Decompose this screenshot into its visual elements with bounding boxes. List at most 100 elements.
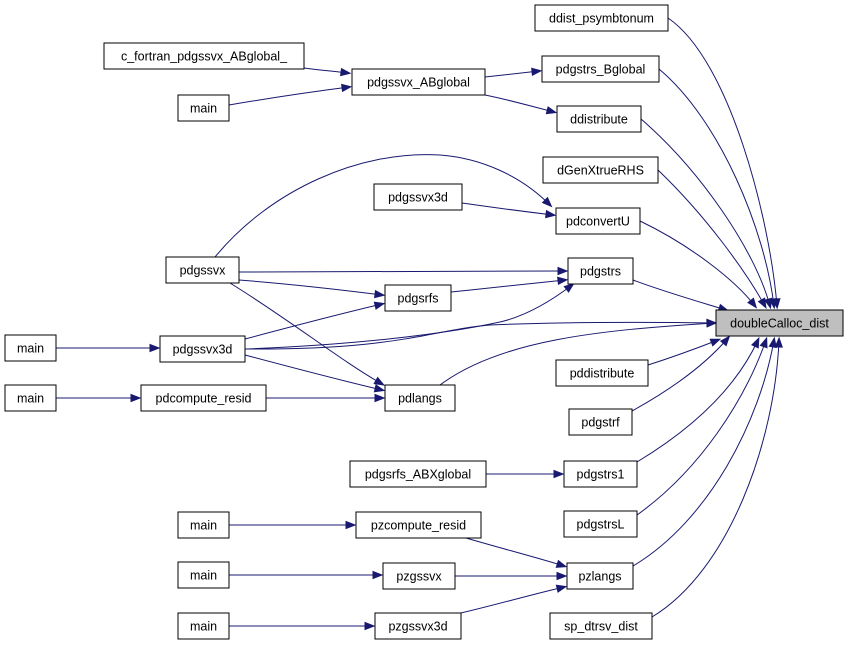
function-node[interactable]: sp_dtrsv_dist bbox=[549, 612, 653, 640]
function-node[interactable]: pdcompute_resid bbox=[140, 384, 267, 412]
node-box bbox=[165, 256, 240, 284]
function-node[interactable]: ddistribute bbox=[556, 105, 642, 133]
arrowhead-icon bbox=[341, 83, 353, 93]
function-node[interactable]: main bbox=[177, 561, 230, 589]
arrowhead-icon bbox=[130, 393, 142, 403]
call-edge bbox=[455, 571, 568, 581]
function-node[interactable]: pdconvertU bbox=[555, 207, 641, 235]
call-edge bbox=[460, 584, 568, 614]
node-box bbox=[566, 562, 634, 590]
function-node[interactable]: pdgstrf bbox=[568, 408, 633, 436]
node-box bbox=[103, 42, 305, 70]
node-label: dGenXtrueRHS bbox=[557, 164, 644, 178]
edge-line bbox=[439, 322, 715, 386]
function-node[interactable]: pdgssvx3d bbox=[159, 335, 246, 363]
arrowhead-icon bbox=[374, 289, 386, 299]
node-box bbox=[373, 183, 463, 211]
function-node[interactable]: pdgstrs_Bglobal bbox=[541, 55, 660, 83]
function-node[interactable]: c_fortran_pdgssvx_ABglobal_ bbox=[103, 42, 305, 70]
call-edge bbox=[56, 393, 142, 403]
edge-line bbox=[658, 68, 775, 307]
node-label: pdgstrs1 bbox=[577, 468, 625, 482]
call-edge bbox=[632, 279, 730, 312]
call-edge bbox=[238, 279, 386, 299]
edge-line bbox=[450, 279, 566, 293]
arrowhead-icon bbox=[545, 209, 557, 219]
function-node[interactable]: pzgssvx bbox=[382, 562, 456, 590]
node-label: pdgstrf bbox=[581, 416, 620, 430]
node-label: pdgsrfs_ABXglobal bbox=[365, 468, 471, 482]
node-label: pzlangs bbox=[578, 570, 621, 584]
function-node[interactable]: pdgstrs bbox=[567, 257, 634, 285]
call-edge bbox=[229, 570, 384, 580]
arrowhead-icon bbox=[364, 621, 376, 631]
node-label: pdgssvx3d bbox=[173, 343, 233, 357]
node-box bbox=[374, 612, 462, 640]
call-edge bbox=[56, 343, 161, 353]
call-edge bbox=[486, 469, 565, 479]
function-node[interactable]: pdgstrs1 bbox=[563, 460, 638, 488]
arrowhead-icon bbox=[563, 282, 575, 293]
edge-line bbox=[228, 86, 350, 106]
function-node[interactable]: pzlangs bbox=[566, 562, 634, 590]
arrowhead-icon bbox=[757, 297, 767, 309]
call-edge bbox=[484, 94, 558, 115]
arrowhead-icon bbox=[553, 469, 565, 479]
function-node[interactable]: pdlangs bbox=[384, 384, 456, 412]
function-node[interactable]: main bbox=[177, 612, 230, 640]
call-edge bbox=[484, 67, 543, 78]
node-box bbox=[177, 561, 230, 589]
call-edge bbox=[229, 621, 376, 631]
function-node[interactable]: pzcompute_resid bbox=[355, 511, 482, 539]
function-node[interactable]: pdgssvx3d bbox=[373, 183, 463, 211]
node-label: pdgstrsL bbox=[577, 518, 625, 532]
node-label: main bbox=[190, 569, 217, 583]
arrowhead-icon bbox=[545, 106, 558, 115]
arrowhead-icon bbox=[531, 67, 543, 76]
node-label: doubleCalloc_dist bbox=[730, 317, 829, 331]
function-node[interactable]: ddist_psymbtonum bbox=[534, 4, 669, 32]
node-label: pdgssvx_ABglobal bbox=[367, 76, 470, 90]
edge-line bbox=[636, 339, 759, 463]
node-box bbox=[355, 511, 482, 539]
edge-line bbox=[651, 339, 780, 618]
arrowhead-icon bbox=[774, 336, 783, 348]
function-node[interactable]: pdgstrsL bbox=[563, 510, 638, 538]
arrowhead-icon bbox=[345, 520, 357, 530]
node-label: main bbox=[17, 392, 44, 406]
function-node[interactable]: pdgssvx bbox=[165, 256, 240, 284]
node-label: pdgssvx3d bbox=[388, 191, 448, 205]
arrowhead-icon bbox=[706, 319, 718, 328]
edge-line bbox=[229, 282, 383, 385]
call-edge bbox=[640, 118, 773, 310]
function-node[interactable]: main bbox=[177, 94, 230, 122]
function-node[interactable]: pdgssvx_ABglobal bbox=[351, 68, 486, 96]
function-node[interactable]: pdgsrfs_ABXglobal bbox=[349, 460, 487, 488]
function-node[interactable]: pddistribute bbox=[555, 359, 649, 387]
node-box bbox=[4, 384, 57, 412]
function-node[interactable]: dGenXtrueRHS bbox=[542, 156, 659, 184]
function-node[interactable]: pzgssvx3d bbox=[374, 612, 462, 640]
function-node[interactable]: doubleCalloc_dist bbox=[715, 309, 844, 337]
node-box bbox=[563, 460, 638, 488]
arrowhead-icon bbox=[719, 335, 731, 347]
function-node[interactable]: main bbox=[177, 511, 230, 539]
arrowhead-icon bbox=[555, 584, 568, 593]
function-node[interactable]: pdgsrfs bbox=[384, 284, 452, 312]
arrowhead-icon bbox=[763, 297, 773, 310]
edge-line bbox=[636, 339, 767, 516]
node-box bbox=[4, 334, 57, 362]
arrowhead-icon bbox=[374, 393, 386, 403]
call-edge bbox=[244, 318, 718, 350]
edge-line bbox=[484, 70, 540, 78]
function-node[interactable]: main bbox=[4, 384, 57, 412]
function-node[interactable]: main bbox=[4, 334, 57, 362]
call-edge bbox=[228, 83, 353, 106]
edge-line bbox=[238, 270, 566, 273]
call-edge bbox=[244, 282, 575, 350]
arrowhead-icon bbox=[372, 570, 384, 580]
call-edge bbox=[639, 220, 758, 309]
call-edges bbox=[56, 17, 783, 631]
node-label: ddistribute bbox=[570, 113, 628, 127]
node-label: pdconvertU bbox=[566, 215, 630, 229]
